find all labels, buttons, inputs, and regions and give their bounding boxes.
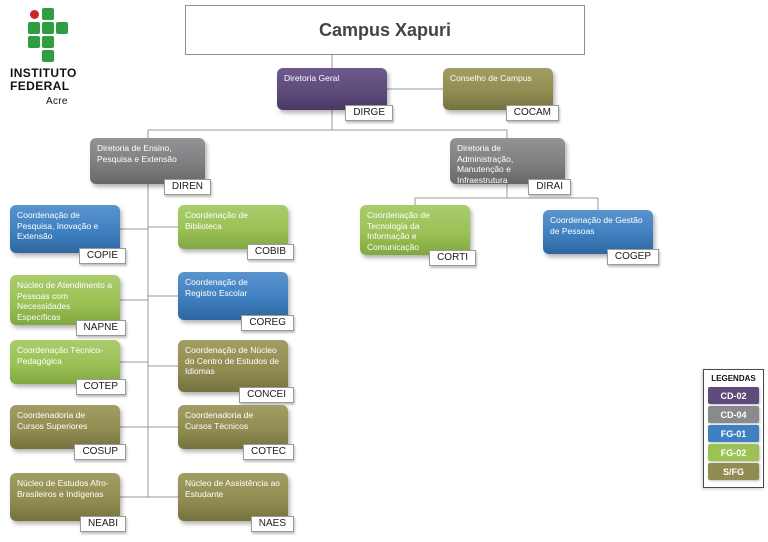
legend-chip-cd02: CD-02 bbox=[708, 387, 759, 404]
legend: LEGENDAS CD-02 CD-04 FG-01 FG-02 S/FG bbox=[703, 369, 764, 488]
org-node-cogep: Coordenação de Gestão de Pessoas COGEP bbox=[543, 210, 659, 265]
node-acronym-tag: COGEP bbox=[606, 249, 659, 265]
node-label: Coordenação de Núcleo do Centro de Estud… bbox=[185, 345, 280, 376]
node-acronym-tag: COPIE bbox=[78, 248, 126, 264]
node-acronym-tag: DIREN bbox=[163, 179, 211, 195]
node-label: Diretoria de Administração, Manutenção e… bbox=[457, 143, 514, 185]
node-label: Coordenação Técnico-Pedagógica bbox=[17, 345, 103, 366]
legend-chip-sfg: S/FG bbox=[708, 463, 759, 480]
node-label: Coordenação de Registro Escolar bbox=[185, 277, 248, 298]
node-label: Núcleo de Assistência ao Estudante bbox=[185, 478, 280, 499]
legend-chip-cd04: CD-04 bbox=[708, 406, 759, 423]
node-acronym-tag: NEABI bbox=[79, 516, 126, 532]
campus-title-box: Campus Xapuri bbox=[185, 5, 585, 55]
node-label: Diretoria de Ensino, Pesquisa e Extensão bbox=[97, 143, 177, 164]
node-label: Coordenadoria de Cursos Técnicos bbox=[185, 410, 254, 431]
node-acronym-tag: NAES bbox=[250, 516, 294, 532]
node-label: Conselho de Campus bbox=[450, 73, 532, 83]
node-acronym-tag: DIRGE bbox=[345, 105, 393, 121]
node-acronym-tag: COTEC bbox=[243, 444, 294, 460]
node-label: Coordenação de Biblioteca bbox=[185, 210, 248, 231]
org-node-cotec: Coordenadoria de Cursos Técnicos COTEC bbox=[178, 405, 294, 460]
page-title: Campus Xapuri bbox=[318, 19, 452, 40]
org-node-cobib: Coordenação de Biblioteca COBIB bbox=[178, 205, 294, 260]
logo-line-3: Acre bbox=[46, 96, 68, 107]
node-label: Núcleo de Atendimento a Pessoas com Nece… bbox=[17, 280, 112, 322]
org-node-diren: Diretoria de Ensino, Pesquisa e Extensão… bbox=[90, 138, 211, 195]
legend-title: LEGENDAS bbox=[711, 374, 756, 383]
org-node-napne: Núcleo de Atendimento a Pessoas com Nece… bbox=[10, 275, 126, 336]
node-acronym-tag: COSUP bbox=[74, 444, 126, 460]
legend-chip-fg02: FG-02 bbox=[708, 444, 759, 461]
org-node-naes: Núcleo de Assistência ao Estudante NAES bbox=[178, 473, 294, 532]
node-acronym-tag: DIRAI bbox=[528, 179, 571, 195]
node-label: Coordenadoria de Cursos Superiores bbox=[17, 410, 88, 431]
ifac-logo: INSTITUTO FEDERAL Acre bbox=[10, 8, 120, 108]
ifac-logo-mark bbox=[28, 8, 68, 62]
node-acronym-tag: CORTI bbox=[429, 250, 476, 266]
node-acronym-tag: COTEP bbox=[75, 379, 126, 395]
logo-line-2: FEDERAL bbox=[10, 79, 70, 93]
legend-chip-fg01: FG-01 bbox=[708, 425, 759, 442]
node-label: Diretoria Geral bbox=[284, 73, 340, 83]
logo-line-1: INSTITUTO bbox=[10, 66, 77, 80]
org-node-cosup: Coordenadoria de Cursos Superiores COSUP bbox=[10, 405, 126, 460]
org-node-cocam: Conselho de Campus COCAM bbox=[443, 68, 559, 121]
node-label: Coordenação de Gestão de Pessoas bbox=[550, 215, 643, 236]
org-node-copie: Coordenação de Pesquisa, Inovação e Exte… bbox=[10, 205, 126, 264]
node-acronym-tag: COREG bbox=[241, 315, 294, 331]
org-node-concei: Coordenação de Núcleo do Centro de Estud… bbox=[178, 340, 294, 403]
node-label: Núcleo de Estudos Afro-Brasileiros e Ind… bbox=[17, 478, 109, 499]
logo-red-dot bbox=[29, 9, 39, 19]
node-acronym-tag: NAPNE bbox=[75, 320, 126, 336]
node-acronym-tag: CONCEI bbox=[239, 387, 294, 403]
org-node-dirai: Diretoria de Administração, Manutenção e… bbox=[450, 138, 571, 195]
node-label: Coordenação de Tecnologia da Informação … bbox=[367, 210, 430, 252]
node-acronym-tag: COCAM bbox=[505, 105, 559, 121]
org-node-corti: Coordenação de Tecnologia da Informação … bbox=[360, 205, 476, 266]
node-label: Coordenação de Pesquisa, Inovação e Exte… bbox=[17, 210, 99, 241]
logo-wordmark: INSTITUTO FEDERAL Acre bbox=[10, 67, 120, 108]
org-node-neabi: Núcleo de Estudos Afro-Brasileiros e Ind… bbox=[10, 473, 126, 532]
org-node-dirge: Diretoria Geral DIRGE bbox=[277, 68, 393, 121]
org-node-coreg: Coordenação de Registro Escolar COREG bbox=[178, 272, 294, 331]
org-node-cotep: Coordenação Técnico-Pedagógica COTEP bbox=[10, 340, 126, 395]
node-acronym-tag: COBIB bbox=[246, 244, 294, 260]
